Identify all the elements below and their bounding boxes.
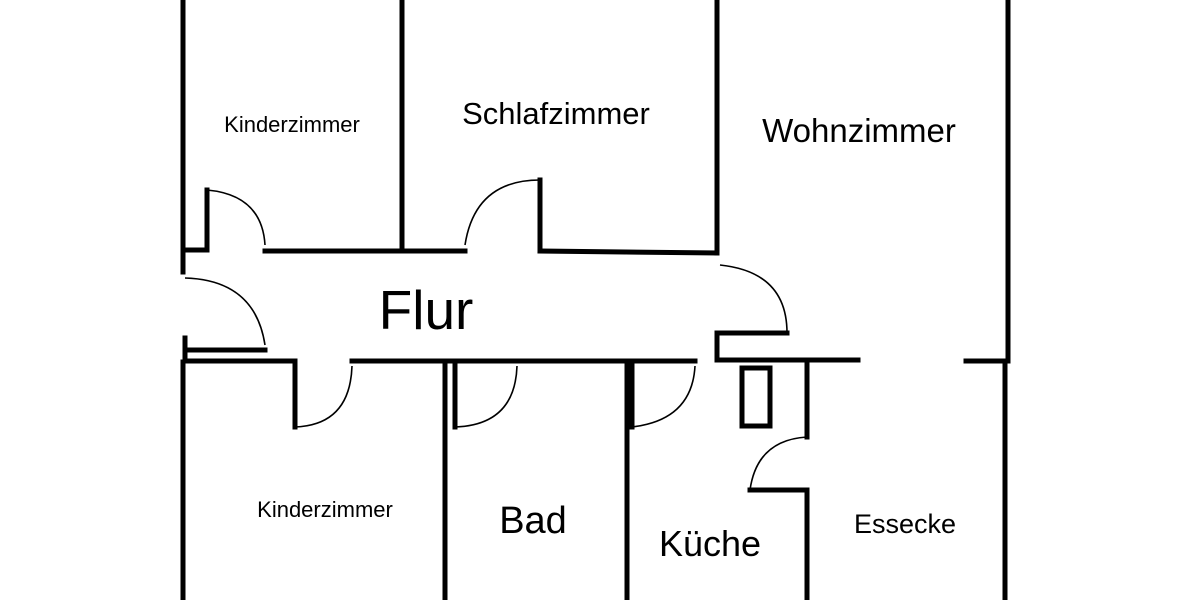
label-schlafzimmer: Schlafzimmer [462,96,650,131]
label-kueche: Küche [659,523,761,564]
walls [180,0,1011,600]
label-bad: Bad [499,500,567,542]
label-kinderzimmer-top: Kinderzimmer [224,112,360,137]
door-swings [184,179,808,491]
door-arc-bad [454,365,518,428]
wall-flur-top-right [537,248,720,256]
label-flur: Flur [379,279,474,341]
door-arc-wohnzimmer [719,264,788,334]
door-arc-kinderzimmer-top [206,189,266,246]
chimney-shaft [739,365,773,429]
label-wohnzimmer: Wohnzimmer [762,112,956,149]
label-essecke: Essecke [854,509,956,539]
door-arc-kinderzimmer-bottom [294,365,353,428]
door-arc-entrance [184,277,266,346]
label-kinderzimmer-bottom: Kinderzimmer [257,497,393,522]
door-arc-kueche [631,365,696,428]
door-arc-essecke [749,436,808,491]
door-arc-schlafzimmer [464,179,541,246]
room-labels: Kinderzimmer Schlafzimmer Wohnzimmer Flu… [224,96,956,564]
